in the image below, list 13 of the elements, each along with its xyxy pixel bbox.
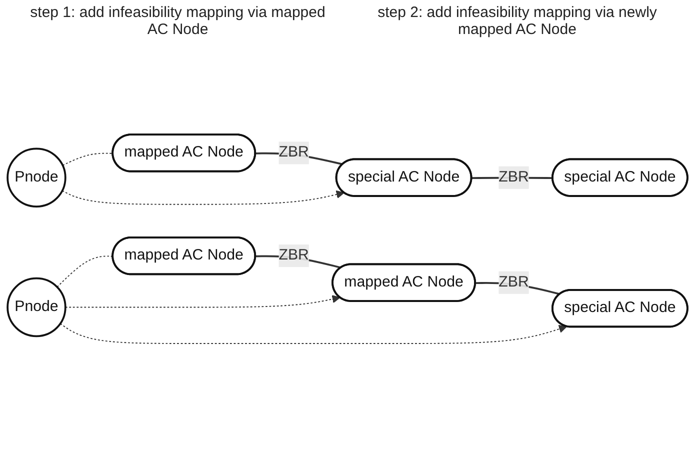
arrow: [60, 324, 568, 344]
step-note: step 2: add infeasibility mapping via newly mapped AC Node: [376, 4, 658, 38]
arrow: [62, 190, 344, 206]
step-note: step 1: add infeasibility mapping via mapped AC Node: [29, 4, 326, 38]
edge-label: ZBR: [498, 170, 529, 186]
connector: [62, 153, 114, 166]
edge-label: ZBR: [498, 274, 529, 291]
connector: [56, 256, 114, 288]
arrow: [64, 295, 340, 308]
edge-label: ZBR: [278, 248, 309, 264]
node-circle: Pnode: [6, 278, 66, 338]
edge-label: ZBR: [278, 144, 309, 161]
node-circle: Pnode: [6, 148, 66, 208]
